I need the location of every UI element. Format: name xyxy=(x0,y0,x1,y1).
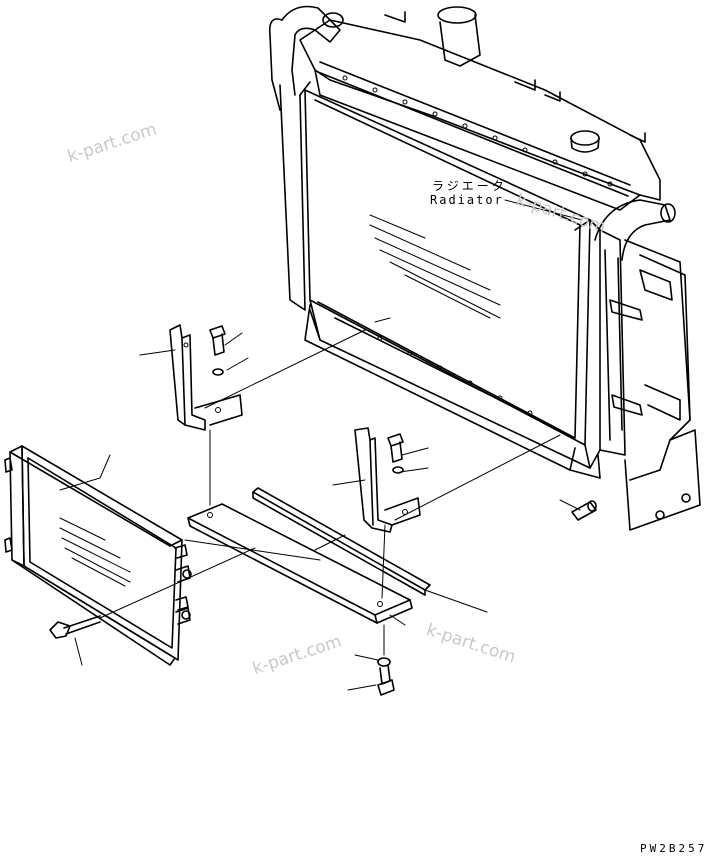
drawing-code: PW2B257 xyxy=(640,842,708,855)
bottom-rail-bolts xyxy=(377,335,533,416)
mounting-plate xyxy=(187,503,413,624)
panel-hatching xyxy=(59,517,131,587)
radiator-assembly xyxy=(268,5,701,531)
leader-lines xyxy=(59,199,583,691)
radiator-label-en: Radiator xyxy=(430,193,504,207)
panel-bolt xyxy=(49,615,101,639)
washer-left-upper xyxy=(212,368,224,376)
radiator-label-jp: ラジエータ xyxy=(432,179,507,193)
rubber-strip xyxy=(252,487,431,596)
bolt-right-upper xyxy=(387,433,404,463)
bolt-left-upper xyxy=(209,325,226,356)
condenser-panel xyxy=(4,445,192,666)
core-hatching xyxy=(369,214,501,319)
bolt-lower xyxy=(377,664,395,696)
right-bracket xyxy=(354,427,421,533)
top-rail-bolts xyxy=(342,75,613,187)
washer-lower xyxy=(377,657,391,667)
